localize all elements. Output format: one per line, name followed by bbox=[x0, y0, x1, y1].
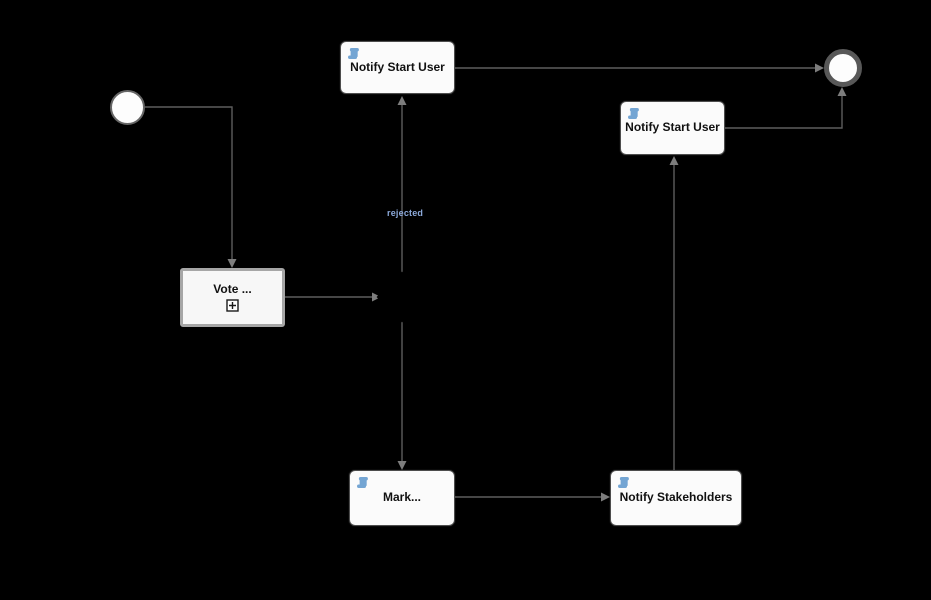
end-event[interactable] bbox=[824, 49, 862, 87]
flow-mark-to-stakeholders[interactable] bbox=[455, 492, 610, 502]
flow-vote-to-gateway[interactable] bbox=[285, 292, 381, 302]
task-notify-start-user-right[interactable]: Notify Start User bbox=[620, 101, 725, 155]
task-notify-start-user-top[interactable]: Notify Start User bbox=[340, 41, 455, 94]
call-activity-label: Vote ... bbox=[213, 281, 252, 296]
script-task-icon bbox=[628, 108, 639, 119]
flow-start-to-vote[interactable] bbox=[145, 106, 237, 268]
task-label: Notify Start User bbox=[350, 59, 445, 74]
flow-label-rejected: rejected bbox=[387, 208, 424, 218]
task-notify-stakeholders[interactable]: Notify Stakeholders bbox=[610, 470, 742, 526]
start-event[interactable] bbox=[110, 90, 145, 125]
call-activity-vote[interactable]: Vote ... bbox=[180, 268, 285, 327]
script-task-icon bbox=[618, 477, 629, 488]
flow-gateway-to-mark[interactable] bbox=[397, 321, 407, 470]
script-task-icon bbox=[348, 48, 359, 59]
task-label: Notify Stakeholders bbox=[619, 490, 733, 505]
task-label: Mark... bbox=[382, 490, 421, 505]
script-task-icon bbox=[357, 477, 368, 488]
task-label: Notify Start User bbox=[625, 120, 720, 135]
flow-notify-top-to-end[interactable] bbox=[455, 63, 824, 73]
flow-stakeholders-to-notify-right[interactable] bbox=[669, 156, 679, 470]
flow-notify-right-to-end[interactable] bbox=[725, 87, 847, 129]
task-mark[interactable]: Mark... bbox=[349, 470, 455, 526]
flow-gateway-to-notify-top[interactable] bbox=[397, 96, 407, 273]
subprocess-plus-marker-icon[interactable] bbox=[226, 299, 239, 313]
